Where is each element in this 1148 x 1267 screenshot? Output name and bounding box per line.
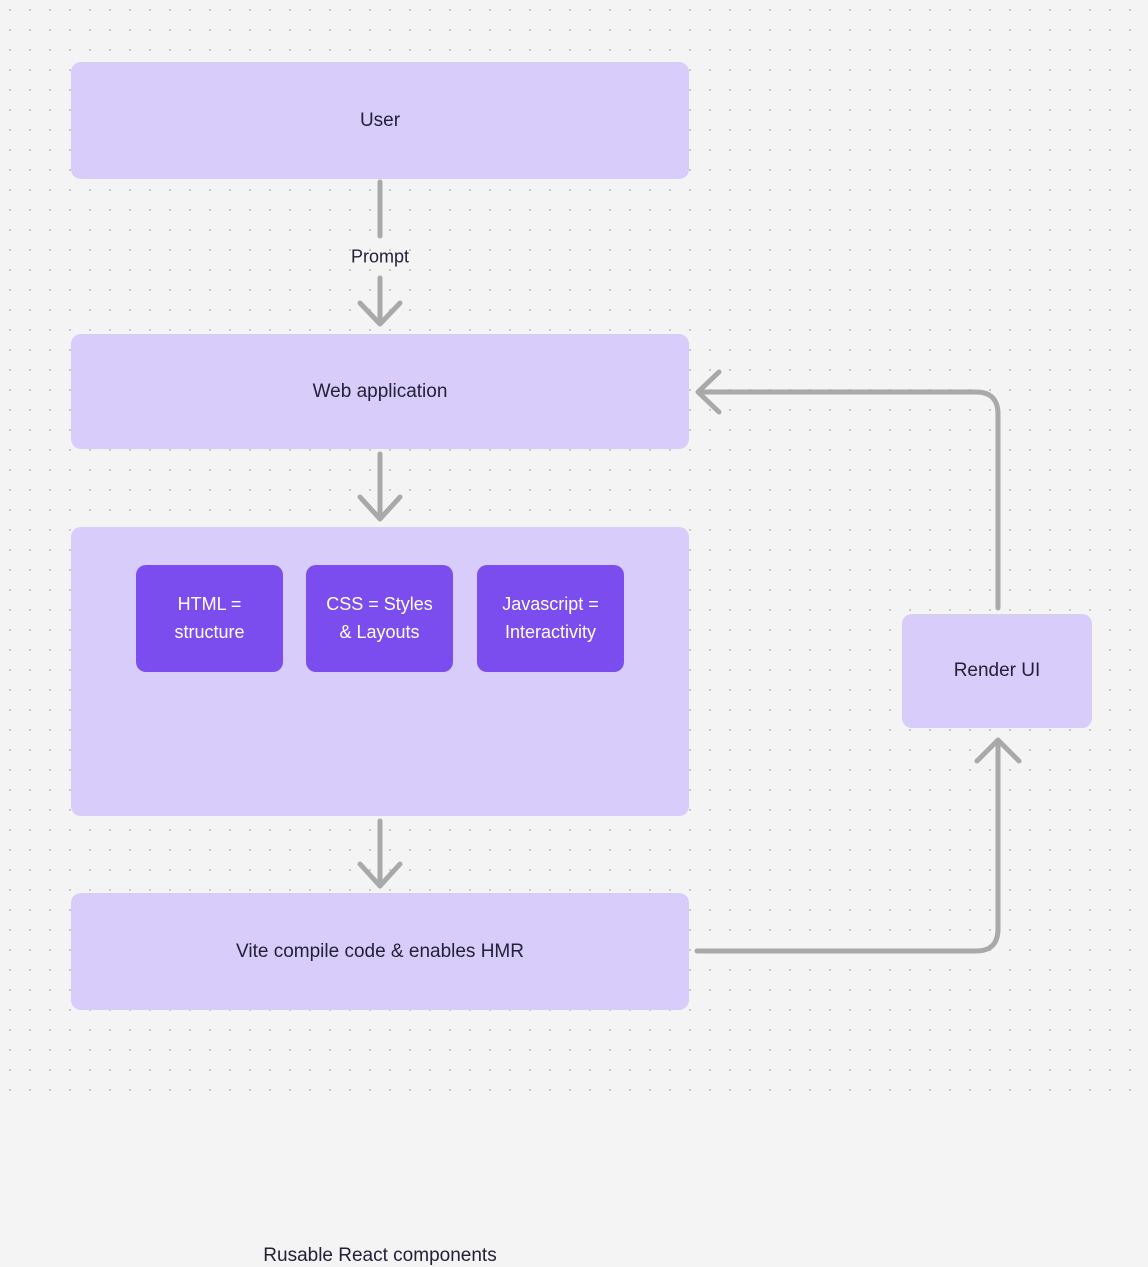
node-html-line2: structure xyxy=(174,621,245,642)
node-css-line2: & Layouts xyxy=(339,621,420,642)
node-web-application[interactable]: Web application xyxy=(71,334,689,449)
edge-label-prompt: Prompt xyxy=(350,246,410,267)
node-html-line1: HTML = xyxy=(177,593,242,614)
node-javascript-line1: Javascript = xyxy=(502,593,599,614)
node-user-label: User xyxy=(359,109,401,131)
node-javascript[interactable]: Javascript = Interactivity xyxy=(477,565,624,672)
node-vite[interactable]: Vite compile code & enables HMR xyxy=(71,893,689,1010)
node-web-application-label: Web application xyxy=(312,380,448,402)
node-css[interactable]: CSS = Styles & Layouts xyxy=(306,565,453,672)
node-javascript-line2: Interactivity xyxy=(504,621,596,642)
edge-react-to-vite xyxy=(357,818,403,889)
node-vite-label: Vite compile code & enables HMR xyxy=(236,940,524,962)
react-components-caption: Rusable React components xyxy=(263,1245,497,1266)
node-user[interactable]: User xyxy=(71,62,689,179)
edge-vite-to-render xyxy=(694,737,1022,954)
node-html[interactable]: HTML = structure xyxy=(136,565,283,672)
node-css-label: CSS = Styles & Layouts xyxy=(326,591,433,647)
node-html-label: HTML = structure xyxy=(174,591,244,647)
edge-webapp-to-react xyxy=(357,451,403,522)
edge-render-to-webapp xyxy=(695,369,1001,611)
node-javascript-label: Javascript = Interactivity xyxy=(502,591,599,647)
node-render-ui[interactable]: Render UI xyxy=(902,614,1092,728)
node-css-line1: CSS = Styles xyxy=(326,593,433,614)
node-render-ui-label: Render UI xyxy=(953,660,1041,682)
